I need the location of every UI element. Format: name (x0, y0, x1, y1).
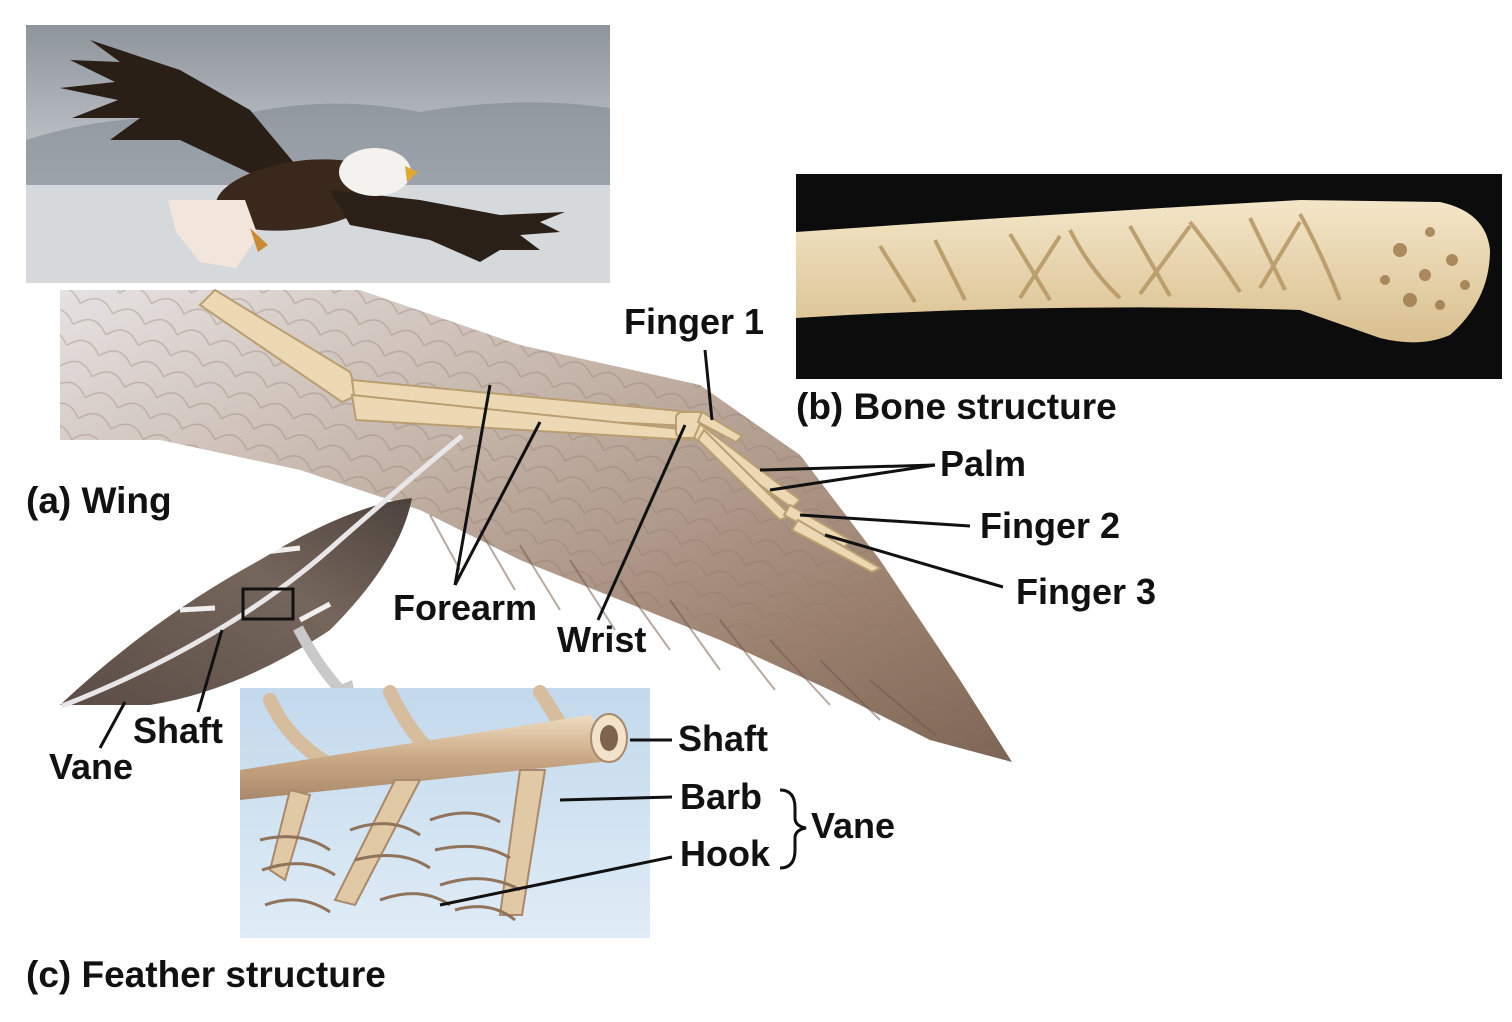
leader-lines (98, 349, 1004, 907)
label-inset-vane: Vane (811, 805, 896, 846)
label-feather-shaft: Shaft (133, 710, 223, 751)
label-palm: Palm (940, 443, 1027, 484)
label-feather-vane: Vane (49, 746, 134, 787)
zoom-box (241, 587, 295, 621)
label-finger-3: Finger 3 (1016, 571, 1157, 612)
label-forearm: Forearm (393, 587, 538, 628)
label-finger-1: Finger 1 (624, 301, 765, 342)
bone-cross-section-photo (796, 174, 1502, 379)
label-wrist: Wrist (557, 619, 647, 660)
panel-label-feather-structure: (c) Feather structure (26, 954, 386, 995)
panel-label-bone-structure: (b) Bone structure (796, 386, 1117, 427)
feather-detail-inset (240, 685, 650, 938)
label-inset-hook: Hook (680, 833, 770, 874)
panel-label-wing: (a) Wing (26, 480, 172, 521)
label-inset-shaft: Shaft (678, 718, 768, 759)
eagle-photo (26, 25, 610, 283)
label-inset-barb: Barb (680, 776, 763, 817)
wing-illustration (60, 288, 1012, 762)
label-finger-2: Finger 2 (980, 505, 1121, 546)
